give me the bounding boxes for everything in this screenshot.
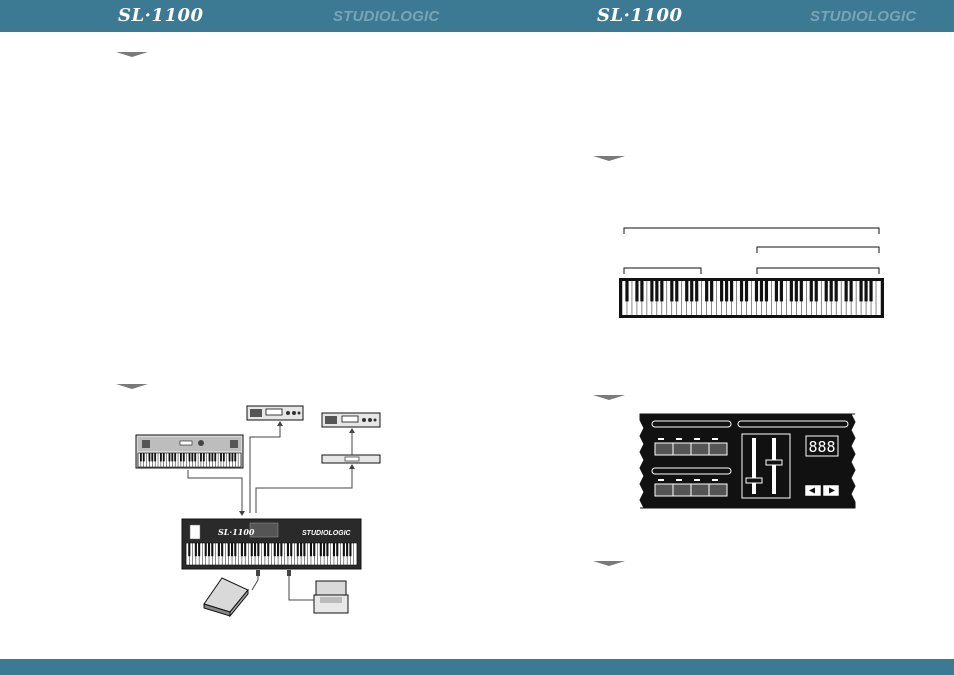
sound-module-icon — [246, 405, 304, 421]
midi-cables — [187, 423, 353, 601]
section-marker — [593, 395, 625, 400]
panel-button — [690, 442, 710, 456]
sound-module-icon — [321, 412, 381, 428]
panel-button — [708, 483, 728, 497]
panel-button — [654, 483, 674, 497]
control-panel-figure: 888 — [639, 413, 856, 509]
footer-bar — [0, 659, 954, 675]
section-marker — [116, 52, 148, 57]
expression-pedal-icon — [203, 577, 249, 618]
sustain-pedal-icon — [313, 580, 349, 614]
svg-text:SL·1100: SL·1100 — [218, 527, 255, 537]
keyboard-zones-figure — [619, 227, 884, 318]
led-display: 888 — [808, 438, 835, 456]
studiologic-logo-right: STUDIOLOGIC — [810, 8, 917, 25]
section-marker — [116, 384, 148, 389]
master-keyboard-icon: SL·1100 STUDIOLOGIC — [181, 518, 362, 570]
88-key-keyboard-icon — [619, 278, 884, 318]
sl1100-logo-left: SL·1100 — [118, 5, 204, 26]
panel-button — [708, 442, 728, 456]
panel-button — [654, 442, 674, 456]
panel-button — [690, 483, 710, 497]
svg-text:STUDIOLOGIC: STUDIOLOGIC — [302, 530, 352, 537]
panel-button — [672, 483, 692, 497]
sl1100-logo-right: SL·1100 — [597, 5, 683, 26]
studiologic-logo-left: STUDIOLOGIC — [333, 8, 440, 25]
panel-button — [672, 442, 692, 456]
midi-thru-box-icon — [321, 454, 381, 464]
header-bar: SL·1100 STUDIOLOGIC SL·1100 STUDIOLOGIC — [0, 0, 954, 32]
section-marker — [593, 156, 625, 161]
section-marker — [593, 561, 625, 566]
synth-keyboard-icon — [135, 434, 244, 469]
slider-block — [741, 433, 791, 499]
